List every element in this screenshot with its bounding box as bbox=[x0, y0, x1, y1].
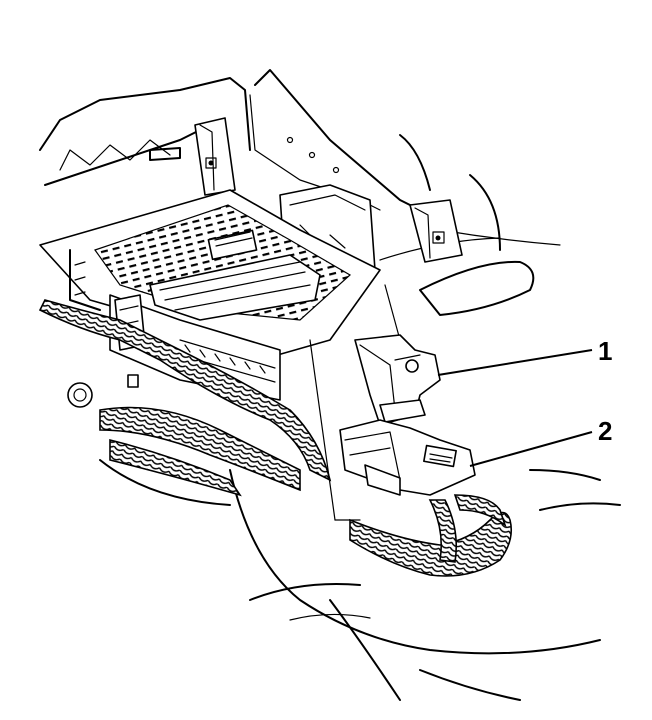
callout-2-leader bbox=[469, 431, 593, 467]
callout-1-leader bbox=[437, 349, 593, 376]
callout-1-label: 1 bbox=[598, 336, 612, 366]
connector-cover-1 bbox=[354, 334, 441, 426]
mounting-bracket-left bbox=[194, 117, 236, 196]
mounting-bracket-right bbox=[409, 199, 463, 263]
harness-bundle-right bbox=[349, 494, 513, 577]
guide-lines bbox=[309, 284, 401, 521]
rear-body-structure bbox=[39, 69, 561, 316]
floor-panel bbox=[99, 459, 621, 701]
connector-body-2 bbox=[339, 419, 476, 496]
callout-2-label: 2 bbox=[598, 416, 612, 446]
junction-block bbox=[39, 189, 381, 361]
